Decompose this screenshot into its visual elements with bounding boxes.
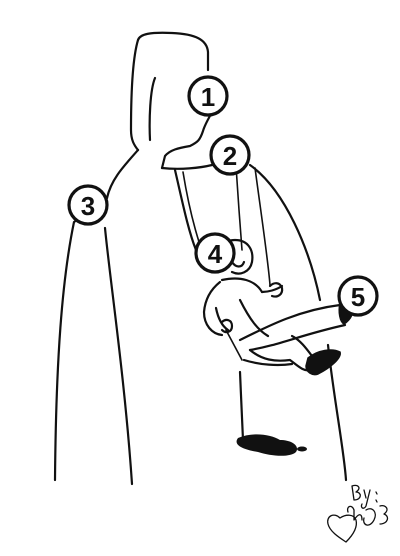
marker-4: 4 — [194, 232, 236, 274]
marker-1: 1 — [187, 75, 229, 117]
marker-3: 3 — [67, 184, 109, 226]
marker-2: 2 — [209, 134, 251, 176]
artist-signature — [327, 484, 389, 543]
marker-5-label: 5 — [351, 282, 365, 312]
marker-3-label: 3 — [81, 191, 95, 221]
marker-5: 5 — [337, 275, 379, 317]
marker-2-label: 2 — [223, 141, 237, 171]
marker-4-label: 4 — [208, 239, 223, 269]
child-on-swing — [202, 238, 354, 376]
marker-1-label: 1 — [201, 82, 215, 112]
ground-shadow — [236, 434, 307, 456]
